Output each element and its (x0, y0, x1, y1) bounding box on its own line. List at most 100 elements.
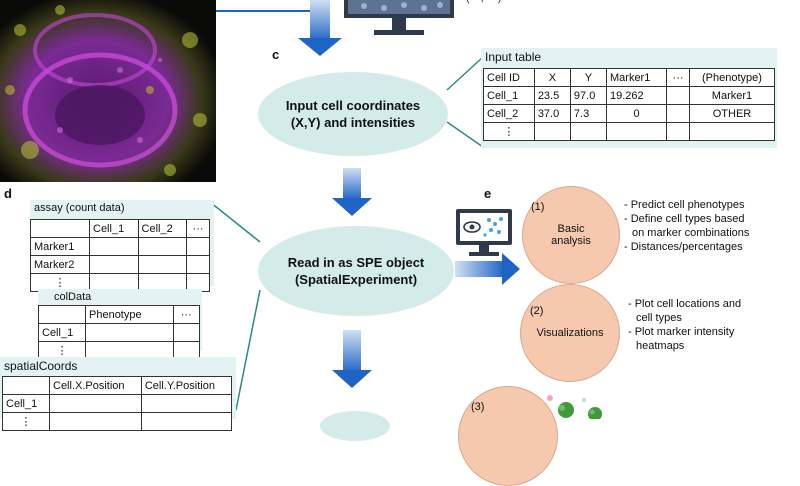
table-cell (666, 86, 690, 105)
table-cell (49, 394, 142, 413)
table-cell (688, 122, 776, 141)
input-table-title: Input table (485, 50, 542, 64)
header-cell: Cell.Y.Position (140, 376, 233, 395)
circle-number: (3) (471, 401, 485, 413)
header-cell: X (533, 68, 571, 87)
table-cell (140, 412, 233, 431)
table-cell (605, 122, 668, 141)
basic-analysis-circle: (1) Basic analysis (522, 186, 620, 284)
callout-line-c-top (446, 56, 484, 91)
arrow-down-3 (332, 330, 372, 388)
spe-ellipse-line1: Read in as SPE object (287, 255, 425, 270)
table-cell: Cell_1 (483, 86, 535, 105)
table-cell (49, 412, 142, 431)
header-cell: Cell.X.Position (49, 376, 142, 395)
bullet-item: - Define cell types based (624, 213, 745, 225)
green-dots-icon (540, 392, 620, 421)
table-cell (666, 122, 690, 141)
header-cell: (Phenotype) (688, 68, 776, 87)
arrow-right (455, 253, 520, 285)
circle-label: Visualizations (521, 327, 619, 339)
spatialcoords-title: spatialCoords (4, 359, 78, 373)
header-cell (30, 219, 90, 238)
assay-table: Cell_1 Cell_2 ··· Marker1 Marker2 ⋮ (30, 219, 210, 292)
header-cell: Y (569, 68, 608, 87)
table-cell (140, 394, 233, 413)
assay-callout: assay (count data) Cell_1 Cell_2 ··· Mar… (30, 200, 214, 292)
spe-ellipse: Read in as SPE object (SpatialExperiment… (258, 226, 454, 316)
assay-title: assay (count data) (34, 202, 125, 214)
bullet-item: - Predict cell phenotypes (624, 199, 745, 211)
arrow-down-2 (332, 168, 372, 216)
header-cell (2, 376, 50, 395)
header-cell: Cell ID (483, 68, 535, 87)
table-cell: OTHER (688, 104, 776, 123)
microscopy-image (0, 0, 216, 182)
circle-number: (1) (531, 201, 545, 213)
header-cell: ··· (666, 68, 690, 87)
next-step-ellipse (320, 411, 390, 441)
table-cell (569, 122, 608, 141)
table-cell: Cell_1 (38, 323, 86, 342)
input-ellipse-line1: Input cell coordinates (285, 98, 421, 113)
callout-line-d-bottom (235, 289, 261, 411)
table-row: Cell_1 (38, 323, 201, 342)
header-cell: Cell_1 (89, 219, 139, 238)
table-row: Marker2 (30, 255, 210, 274)
circle-number: (2) (530, 305, 544, 317)
table-row: Cell_1 23.5 97.0 19.262 Marker1 (483, 86, 776, 105)
visualizations-circle: (2) Visualizations (520, 284, 620, 382)
assay-header: Cell_1 Cell_2 ··· (30, 219, 210, 238)
connector-line-top (216, 10, 312, 12)
table-cell: Marker2 (30, 255, 90, 274)
visualizations-bullets: - Plot cell locations and cell types - P… (628, 297, 741, 353)
table-row: ⋮ (483, 122, 776, 141)
callout-line-c-bottom (446, 121, 484, 148)
header-cell: Phenotype (85, 305, 174, 324)
header-cell: Marker1 (605, 68, 668, 87)
basic-analysis-bullets: - Predict cell phenotypes - Define cell … (624, 198, 749, 254)
circle-label-line: analysis (551, 235, 591, 247)
bullet-item: - Plot marker intensity (628, 326, 735, 338)
table-cell: 0 (605, 104, 668, 123)
input-table-callout: Input table Cell ID X Y Marker1 ··· (Phe… (481, 48, 777, 148)
input-ellipse-line2: (X,Y) and intensities (290, 115, 416, 130)
input-ellipse: Input cell coordinates (X,Y) and intensi… (258, 72, 448, 156)
spatialcoords-header: Cell.X.Position Cell.Y.Position (2, 376, 233, 395)
table-cell: Cell_1 (2, 394, 50, 413)
table-cell: Marker1 (688, 86, 776, 105)
computer-analysis-icon (455, 208, 513, 258)
table-cell: 19.262 (605, 86, 668, 105)
table-cell: Marker1 (30, 237, 90, 256)
coldata-header: Phenotype ··· (38, 305, 201, 324)
bullet-item: on marker combinations (632, 227, 750, 239)
table-row: ⋮ (2, 412, 233, 431)
bullet-item: heatmaps (636, 340, 685, 352)
table-cell (89, 237, 139, 256)
spatialcoords-callout: spatialCoords Cell.X.Position Cell.Y.Pos… (0, 357, 236, 431)
table-cell: ⋮ (38, 341, 86, 360)
circle-label-line: Visualizations (536, 327, 604, 339)
table-cell (172, 323, 201, 342)
table-cell: 37.0 (533, 104, 571, 123)
panel-letter-e: e (484, 186, 492, 201)
table-cell: 97.0 (569, 86, 608, 105)
table-cell (137, 237, 188, 256)
header-cell: ··· (186, 219, 210, 238)
coldata-callout: colData Phenotype ··· Cell_1 ⋮ (38, 289, 202, 360)
table-cell: 23.5 (533, 86, 571, 105)
arrows-layer (209, 0, 520, 411)
input-table-header: Cell ID X Y Marker1 ··· (Phenotype) (483, 68, 776, 87)
circle-label-line: Basic (557, 223, 585, 235)
table-row: ⋮ (38, 341, 201, 360)
table-cell (666, 104, 690, 123)
table-cell (186, 255, 210, 274)
spe-ellipse-line2: (SpatialExperiment) (294, 272, 418, 287)
monitor-icon (344, 0, 454, 38)
header-cell: ··· (172, 305, 201, 324)
table-cell (85, 323, 174, 342)
spatialcoords-table: Cell.X.Position Cell.Y.Position Cell_1 ⋮ (2, 376, 233, 431)
callout-line-d-top (209, 201, 261, 243)
table-cell: Cell_2 (483, 104, 535, 123)
top-partial-text: (···, ···) (466, 0, 501, 4)
